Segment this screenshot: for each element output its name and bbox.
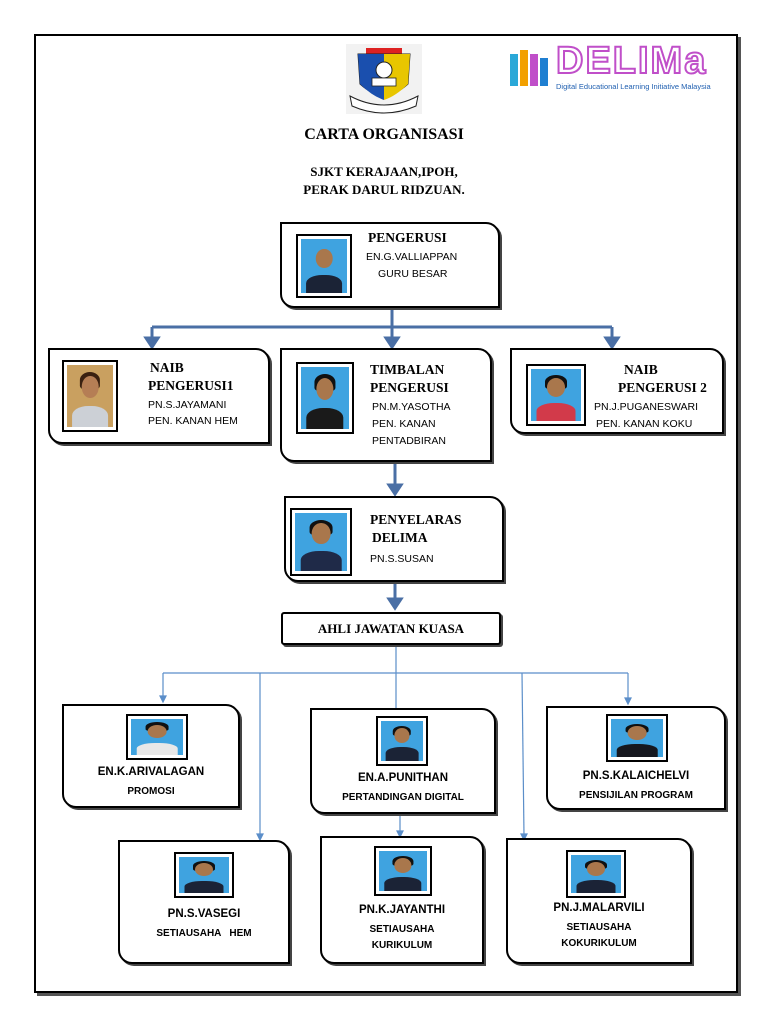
penyelaras-delima-role-line2: DELIMA (372, 530, 428, 545)
member-photo-malarvili (566, 850, 626, 898)
member-box-kalaichelvi: PN.S.KALAICHELVI PENSIJILAN PROGRAM (546, 706, 726, 810)
member-role-jayanthi-line1: SETIAUSAHA (369, 924, 435, 935)
member-role-kalaichelvi: PENSIJILAN PROGRAM (579, 790, 693, 801)
delima-tagline: Digital Educational Learning Initiative … (556, 82, 711, 91)
ajk-label: AHLI JAWATAN KUASA (317, 621, 465, 636)
naib-pengerusi-1-photo (62, 360, 118, 432)
timbalan-pengerusi-photo (296, 362, 354, 434)
arrow-ajk (386, 597, 404, 611)
school-name-line2: PERAK DARUL RIDZUAN. (303, 182, 465, 197)
arrow-penyelaras (386, 483, 404, 497)
timbalan-pengerusi-role-line2: PENGERUSI (370, 380, 449, 395)
naib-pengerusi-2-name: PN.J.PUGANESWARI (594, 401, 699, 413)
page-title: CARTA ORGANISASI (304, 126, 464, 143)
member-name-arivalagan: EN.K.ARIVALAGAN (97, 766, 205, 778)
arrow-naib1 (143, 336, 161, 350)
timbalan-pengerusi-box: TIMBALAN PENGERUSI PN.M.YASOTHA PEN. KAN… (280, 348, 492, 462)
pengerusi-photo (296, 234, 352, 298)
naib-pengerusi-2-title: PEN. KANAN KOKU (596, 418, 693, 429)
member-role-malarvili-line2: KOKURIKULUM (561, 938, 637, 949)
member-photo-jayanthi (374, 846, 432, 896)
pengerusi-box: PENGERUSI EN.G.VALLIAPPAN GURU BESAR (280, 222, 500, 308)
member-role-punithan: PERTANDINGAN DIGITAL (342, 792, 464, 803)
timbalan-pengerusi-role-line1: TIMBALAN (370, 362, 445, 377)
timbalan-pengerusi-title-line2: PENTADBIRAN (372, 435, 446, 447)
naib-pengerusi-1-role-line1: NAIB (150, 360, 184, 375)
timbalan-pengerusi-name: PN.M.YASOTHA (372, 401, 451, 413)
timbalan-pengerusi-title-line1: PEN. KANAN (372, 418, 436, 430)
school-crest-logo (346, 44, 422, 114)
member-role-arivalagan: PROMOSI (127, 786, 175, 797)
pengerusi-name: EN.G.VALLIAPPAN (366, 251, 458, 263)
penyelaras-delima-box: PENYELARAS DELIMA PN.S.SUSAN (284, 496, 504, 582)
penyelaras-delima-name: PN.S.SUSAN (370, 553, 434, 565)
member-box-punithan: EN.A.PUNITHAN PERTANDINGAN DIGITAL (310, 708, 496, 814)
member-name-vasegi: PN.S.VASEGI (167, 908, 241, 920)
naib-pengerusi-2-role-line2: PENGERUSI 2 (618, 380, 707, 395)
member-role-vasegi: SETIAUSAHA HEM (156, 928, 252, 939)
naib-pengerusi-2-photo (526, 364, 586, 426)
member-photo-arivalagan (126, 714, 188, 760)
member-box-jayanthi: PN.K.JAYANTHI SETIAUSAHA KURIKULUM (320, 836, 484, 964)
pengerusi-title: GURU BESAR (378, 268, 448, 280)
naib-pengerusi-1-box: NAIB PENGERUSI1 PN.S.JAYAMANI PEN. KANAN… (48, 348, 270, 444)
member-box-malarvili: PN.J.MALARVILI SETIAUSAHA KOKURIKULUM (506, 838, 692, 964)
school-name-line1: SJKT KERAJAAN,IPOH, (310, 164, 458, 179)
delima-emblem-icon (510, 50, 548, 86)
naib-pengerusi-1-role-line2: PENGERUSI1 (148, 378, 234, 393)
member-box-vasegi: PN.S.VASEGI SETIAUSAHA HEM (118, 840, 290, 964)
arrow-kalaichelvi (624, 697, 632, 706)
member-photo-vasegi (174, 852, 234, 898)
member-photo-kalaichelvi (606, 714, 668, 762)
member-photo-punithan (376, 716, 428, 766)
member-role-jayanthi-line2: KURIKULUM (371, 940, 433, 951)
penyelaras-delima-role-line1: PENYELARAS (370, 512, 462, 527)
arrow-arivalagan (159, 695, 167, 704)
naib-pengerusi-2-box: NAIB PENGERUSI 2 PN.J.PUGANESWARI PEN. K… (510, 348, 724, 434)
member-name-kalaichelvi: PN.S.KALAICHELVI (582, 770, 690, 782)
delima-logo: DELIMa Digital Educational Learning Init… (508, 39, 722, 96)
connector-to-malarvili (521, 672, 525, 837)
arrow-malarvili (520, 833, 528, 842)
arrow-vasegi (256, 833, 264, 842)
penyelaras-delima-photo (290, 508, 352, 576)
naib-pengerusi-2-role-line1: NAIB (624, 362, 658, 377)
member-name-jayanthi: PN.K.JAYANTHI (358, 904, 446, 916)
pengerusi-role: PENGERUSI (368, 230, 447, 245)
member-role-malarvili-line1: SETIAUSAHA (566, 922, 632, 933)
member-name-punithan: EN.A.PUNITHAN (357, 772, 449, 784)
naib-pengerusi-1-title: PEN. KANAN HEM (148, 415, 238, 427)
naib-pengerusi-1-name: PN.S.JAYAMANI (148, 399, 227, 411)
delima-wordmark: DELIMa (555, 39, 708, 83)
arrow-jayanthi (396, 830, 404, 839)
arrow-naib2 (603, 336, 621, 350)
ajk-box: AHLI JAWATAN KUASA (281, 612, 501, 645)
arrow-timbalan (383, 336, 401, 350)
member-name-malarvili: PN.J.MALARVILI (553, 902, 645, 914)
member-box-arivalagan: EN.K.ARIVALAGAN PROMOSI (62, 704, 240, 808)
